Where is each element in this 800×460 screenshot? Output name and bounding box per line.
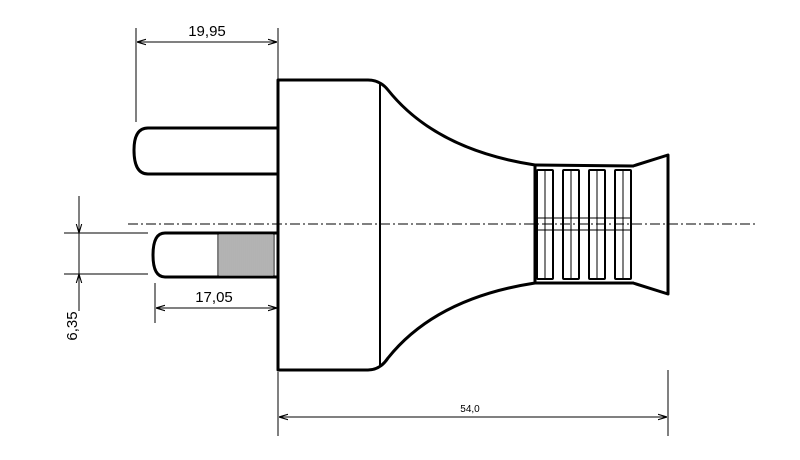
dim-overall-length: 54,0 bbox=[277, 370, 669, 436]
bottom-pin bbox=[151, 231, 280, 279]
dim-bottom-pin: 17,05 bbox=[154, 283, 279, 370]
knurl-lines bbox=[219, 235, 273, 275]
dim-pin-diameter: 6,35 bbox=[64, 196, 148, 341]
strain-relief bbox=[533, 153, 670, 296]
dim-label-pin-length-top: 19,95 bbox=[188, 23, 226, 40]
dim-label-overall-length: 54,0 bbox=[460, 404, 480, 415]
pin-knurl bbox=[217, 233, 275, 277]
dim-label-pin-diameter: 6,35 bbox=[64, 311, 81, 340]
top-pin bbox=[132, 126, 280, 176]
grip-ribs bbox=[536, 169, 632, 280]
dim-top-pin: 19,95 bbox=[135, 23, 279, 122]
dim-label-pin-length-bottom: 17,05 bbox=[195, 289, 233, 306]
plug-body bbox=[276, 78, 537, 372]
